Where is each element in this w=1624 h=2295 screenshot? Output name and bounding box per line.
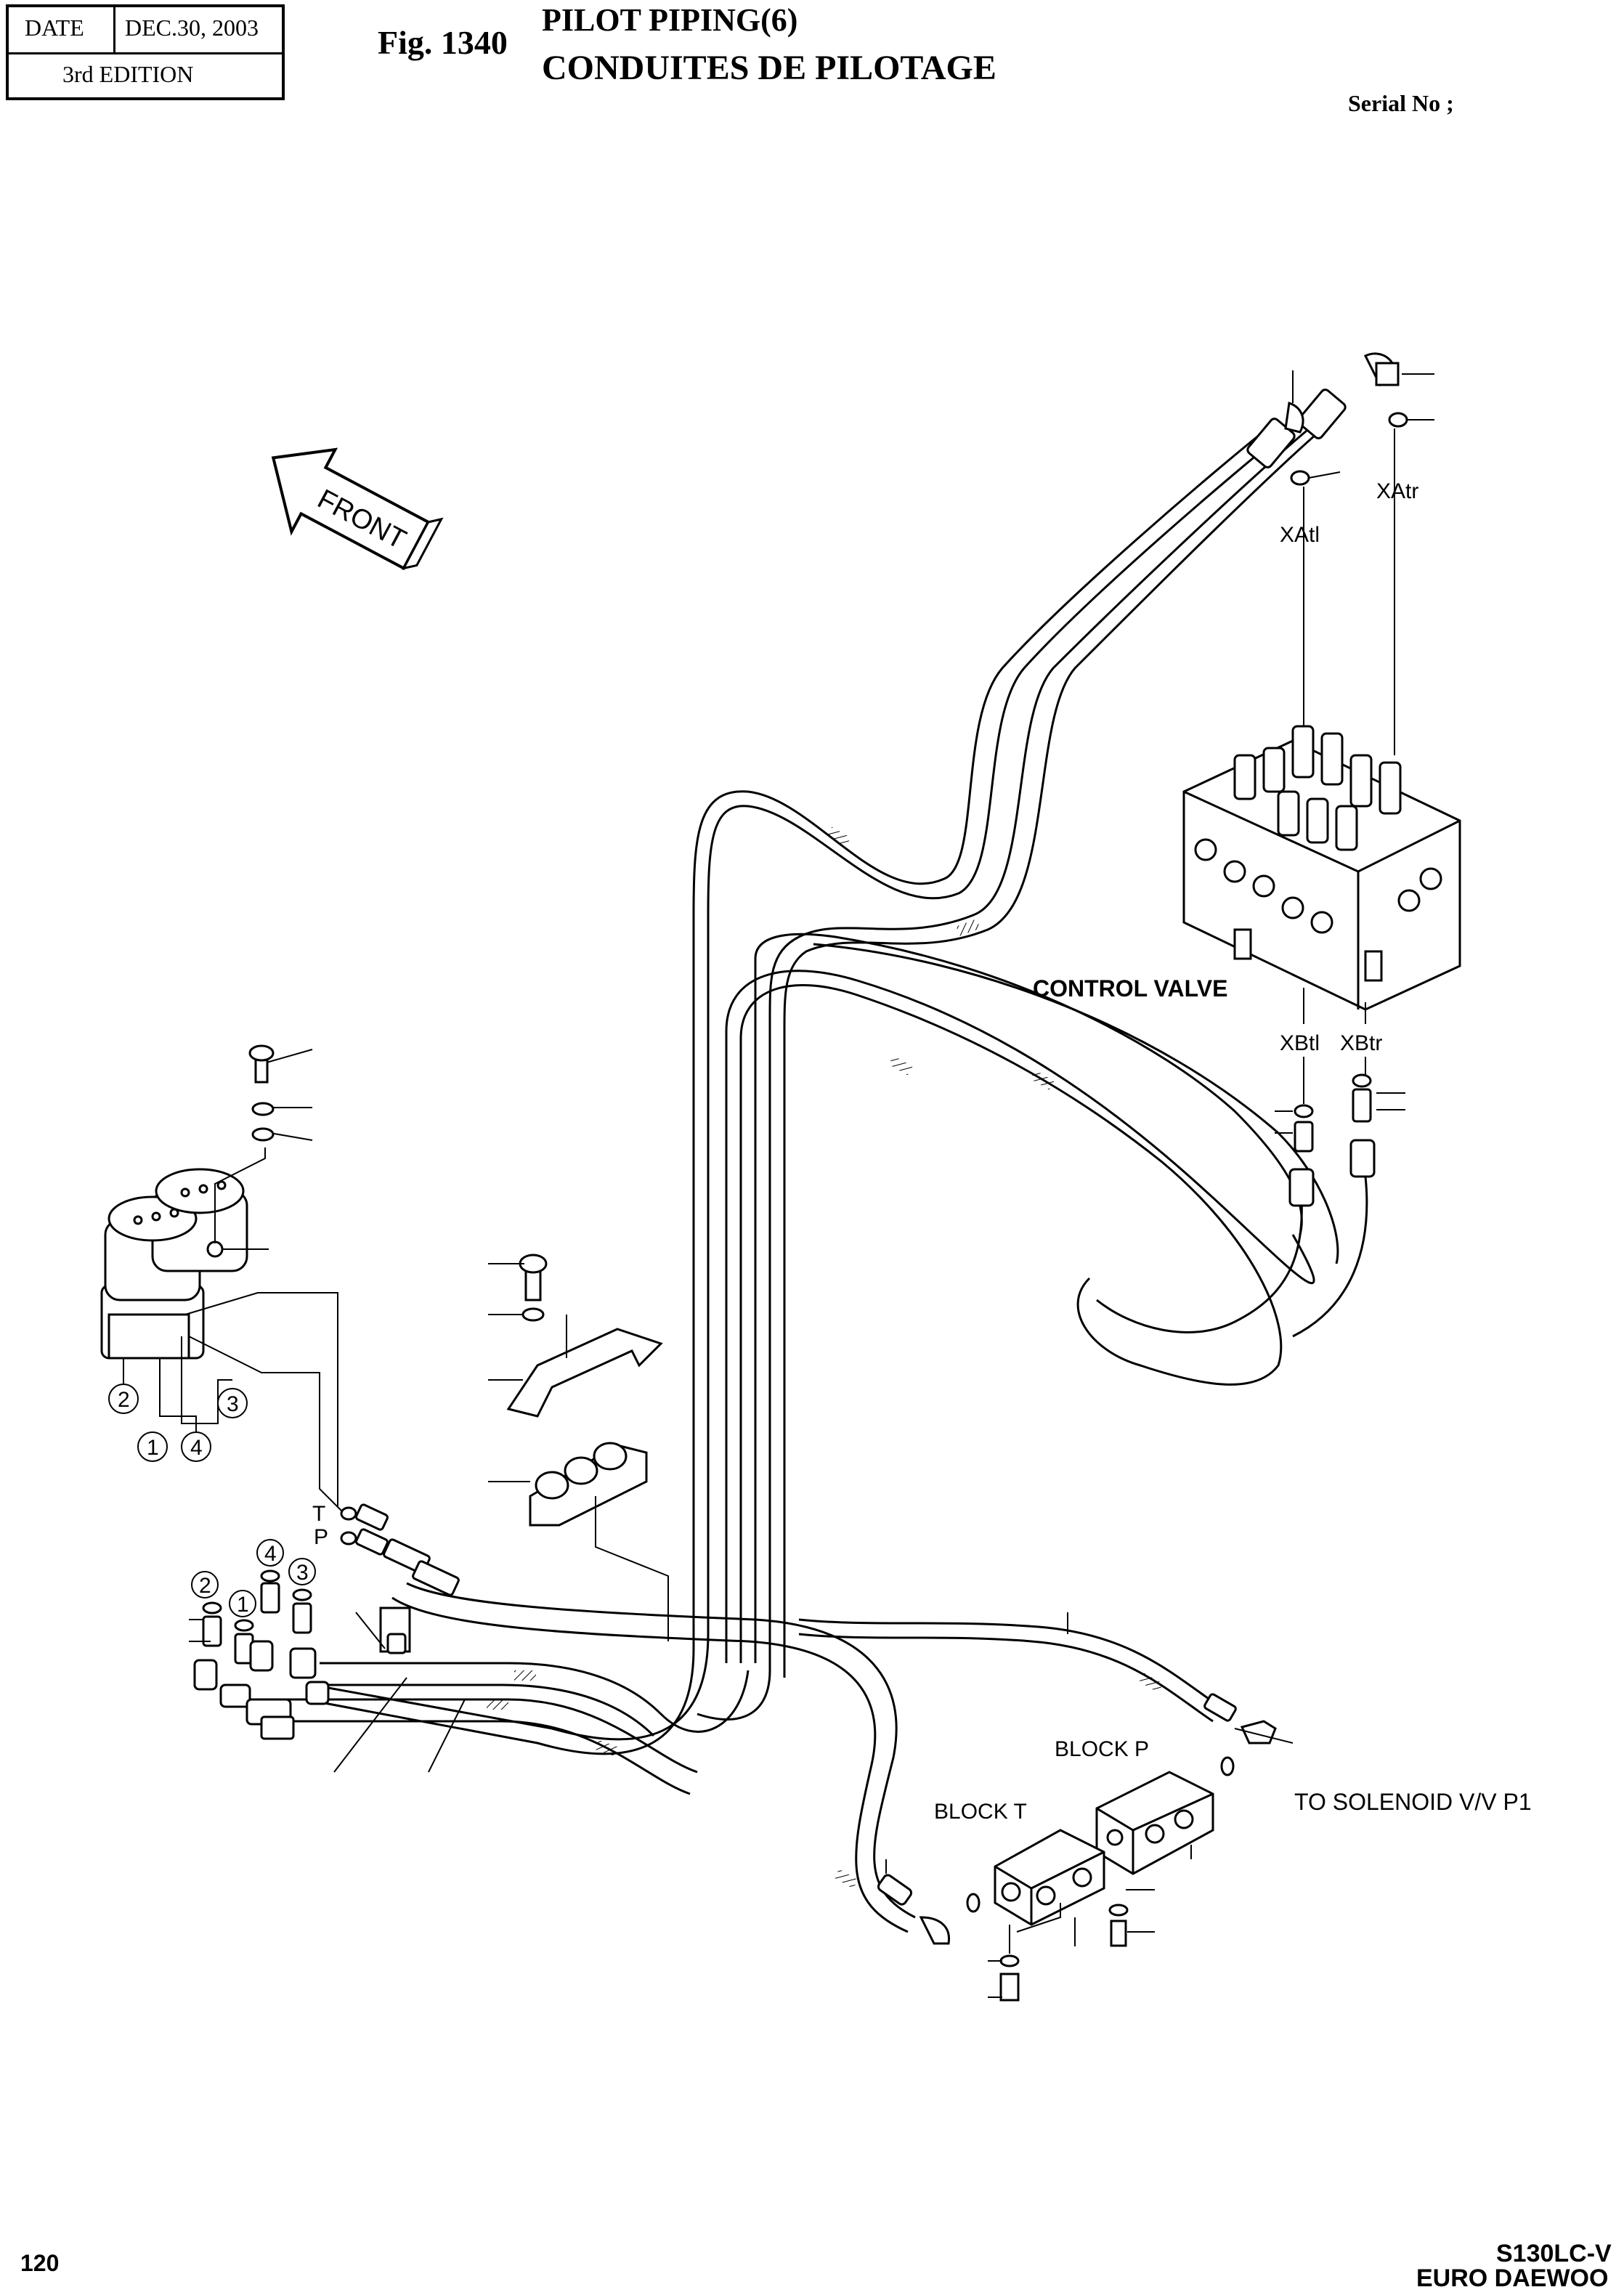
- port-t-label: T: [312, 1502, 325, 1526]
- figure-title-en: PILOT PIPING(6): [542, 2, 798, 38]
- block-p: [1095, 1771, 1214, 1875]
- lower-left-leaders: [189, 1612, 466, 1773]
- callout-4-joystick: 4: [190, 1436, 203, 1460]
- date-label: DATE: [25, 15, 84, 41]
- block-fittings: [877, 1693, 1277, 2002]
- top-leader-lines: [1292, 370, 1434, 755]
- front-arrow: FRONT: [271, 447, 444, 571]
- edition-label: 3rd EDITION: [62, 61, 194, 87]
- port-xbtr-label: XBtr: [1340, 1031, 1382, 1055]
- date-value: DEC.30, 2003: [125, 15, 259, 41]
- callout-2-joystick: 2: [118, 1388, 130, 1412]
- callout-1-fitting: 1: [237, 1593, 249, 1617]
- remote-control-valve: [100, 1168, 248, 1360]
- brand-label: EURO DAEWOO: [1416, 2264, 1609, 2292]
- header-divider-v: [113, 7, 115, 52]
- port-xatr-label: XAtr: [1376, 479, 1418, 503]
- figure-number: Fig. 1340: [378, 24, 508, 61]
- block-t-label: BLOCK T: [934, 1800, 1027, 1824]
- callout-3-fitting: 3: [296, 1561, 309, 1585]
- callout-4-fitting: 4: [264, 1542, 277, 1566]
- port-xbtl-label: XBtl: [1280, 1031, 1320, 1055]
- control-valve-label: CONTROL VALVE: [1033, 975, 1227, 1002]
- header-divider-h: [9, 52, 282, 54]
- block-leaders: [885, 1612, 1294, 1998]
- block-p-label: BLOCK P: [1055, 1737, 1149, 1761]
- hose-markings: [487, 826, 1164, 1889]
- joystick-leaders: [123, 1049, 342, 1511]
- clamp-leaders: [488, 1263, 669, 1641]
- solenoid-label: TO SOLENOID V/V P1: [1294, 1789, 1532, 1815]
- lower-left-fittings: [193, 1503, 460, 1740]
- port-p-label: P: [314, 1525, 328, 1549]
- hose-clamp: [506, 1254, 663, 1527]
- callout-1-joystick: 1: [147, 1436, 159, 1460]
- port-xatl-label: XAtl: [1280, 523, 1320, 547]
- model-label: S130LC-V: [1496, 2240, 1612, 2267]
- serial-number-label: Serial No ;: [1348, 90, 1454, 116]
- figure-title-fr: CONDUITES DE PILOTAGE: [542, 49, 996, 87]
- bottom-port-leaders: [1275, 988, 1405, 1134]
- page-number: 120: [20, 2250, 60, 2276]
- bottom-port-fittings: [1288, 1073, 1376, 1207]
- top-fittings: [1246, 352, 1408, 486]
- callout-group-fittings: [191, 1539, 316, 1617]
- callout-2-fitting: 2: [199, 1574, 211, 1598]
- control-valve: [1182, 725, 1461, 1011]
- block-t: [994, 1829, 1105, 1926]
- upper-hoses: [304, 413, 1368, 1755]
- callout-group-joystick: [108, 1384, 248, 1462]
- header-box: DATE DEC.30, 2003 3rd EDITION: [6, 4, 285, 100]
- callout-3-joystick: 3: [227, 1392, 239, 1416]
- joystick-bolts: [248, 1044, 275, 1142]
